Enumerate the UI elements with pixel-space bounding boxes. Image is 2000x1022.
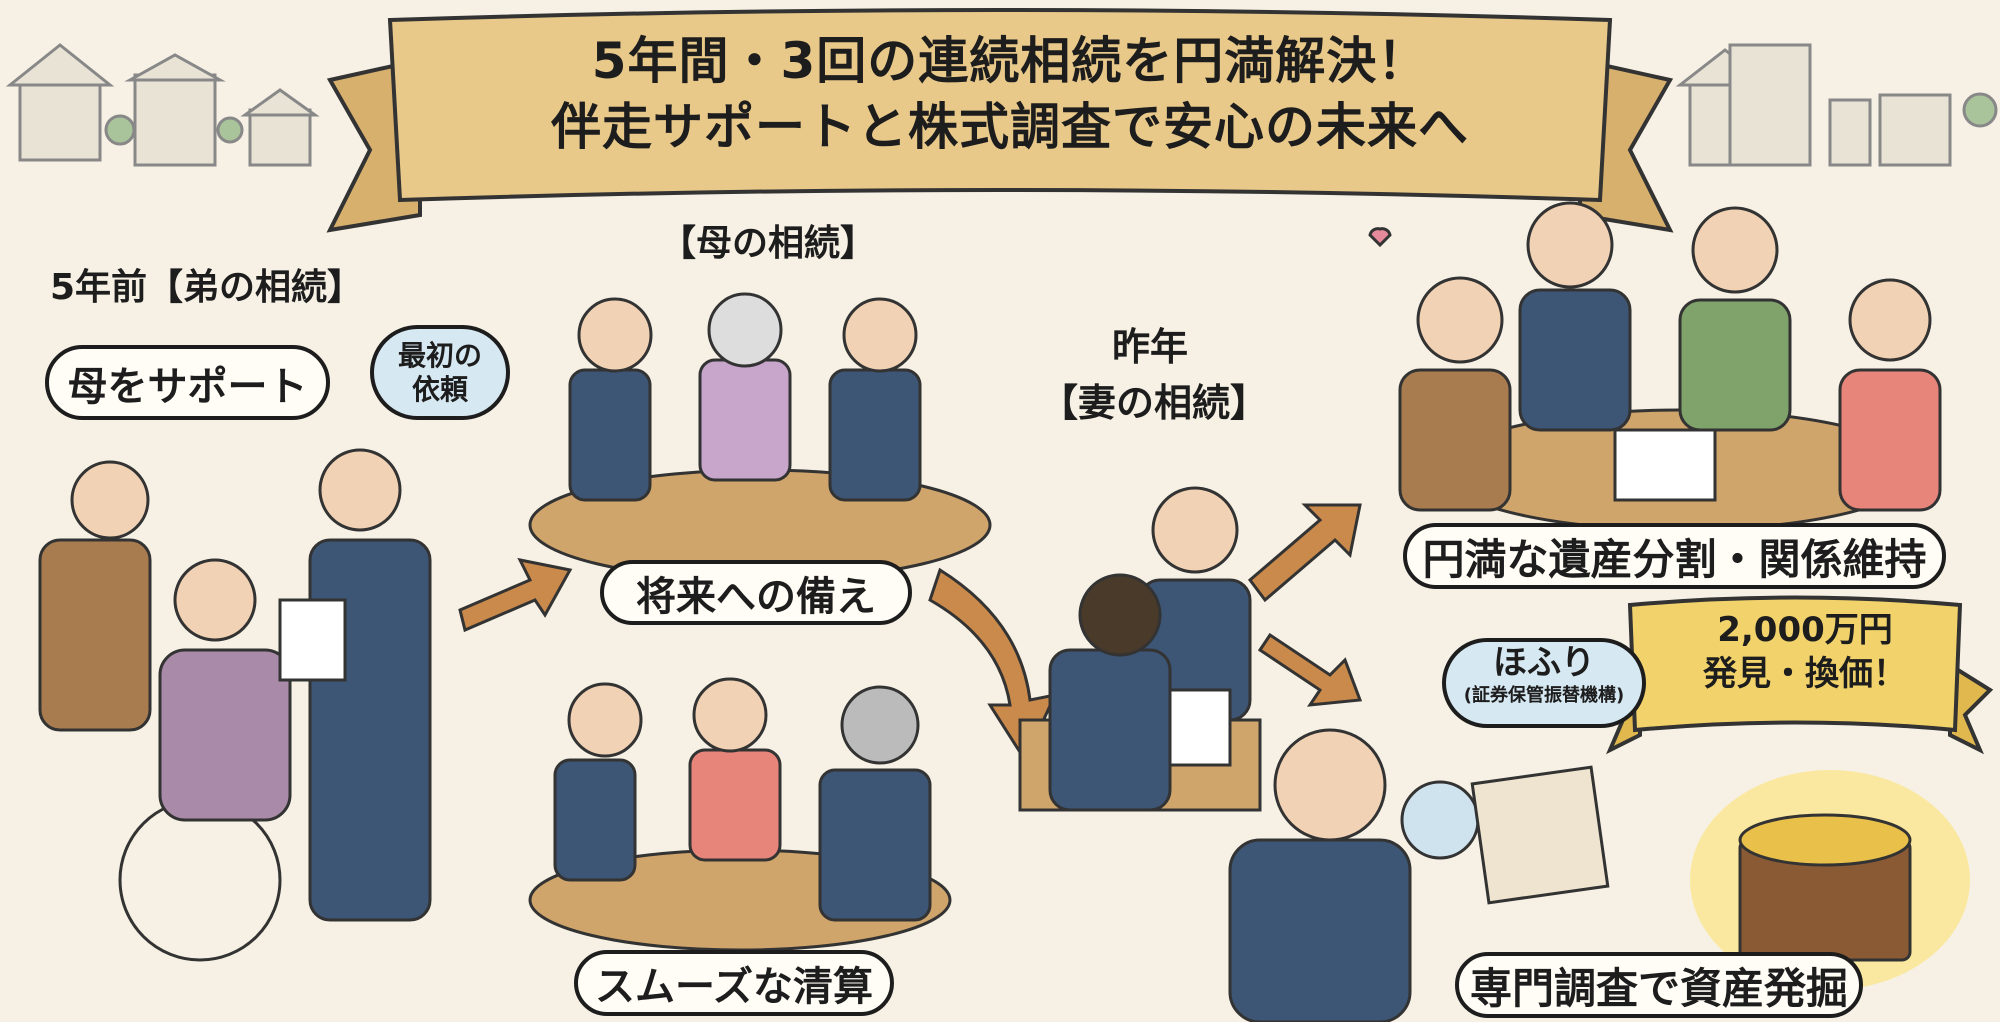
caption-future-preparation: 将来への備え (600, 560, 912, 625)
title-banner (326, 8, 1674, 233)
result-investigation (1228, 728, 1970, 1022)
stage3-year: 昨年 (1112, 325, 1189, 369)
hofuri-bubble (1442, 638, 1646, 728)
stage1-heading: 5年前【弟の相続】 (50, 267, 364, 308)
houses-left (5, 43, 320, 167)
bubble-first-request: 最初の依頼 (370, 325, 510, 420)
result-meeting (1368, 201, 1942, 532)
hofuri-text: ほふり (証券保管振替機構) (1442, 642, 1646, 708)
stage2-tables (528, 292, 992, 952)
stage3-people (1018, 486, 1262, 812)
gold-banner-text: 2,000万円 発見・換価！ (1650, 608, 1960, 696)
buildings-right (1675, 43, 1998, 167)
stage3-heading: 【妻の相続】 (1040, 381, 1269, 425)
hofuri-title: ほふり (1493, 643, 1595, 683)
caption-harmonious-division: 円満な遺産分割・関係維持 (1403, 523, 1946, 589)
title-line-2: 伴走サポートと株式調査で安心の未来へ (551, 98, 1469, 156)
stage2-heading: 【母の相続】 (660, 223, 877, 264)
caption-smooth-settlement: スムーズな清算 (574, 950, 894, 1016)
bubble-support: 母をサポート (45, 345, 330, 420)
hofuri-subtitle: (証券保管振替機構) (1463, 685, 1625, 706)
found-text: 発見・換価！ (1703, 654, 1907, 694)
page-title: 5年間・3回の連続相続を円満解決！ 伴走サポートと株式調査で安心の未来へ (400, 28, 1620, 160)
stage1-people (38, 448, 432, 962)
found-amount: 2,000万円 (1717, 610, 1893, 650)
caption-asset-discovery: 専門調査で資産発掘 (1455, 952, 1863, 1018)
title-line-1: 5年間・3回の連続相続を円満解決！ (591, 32, 1429, 90)
